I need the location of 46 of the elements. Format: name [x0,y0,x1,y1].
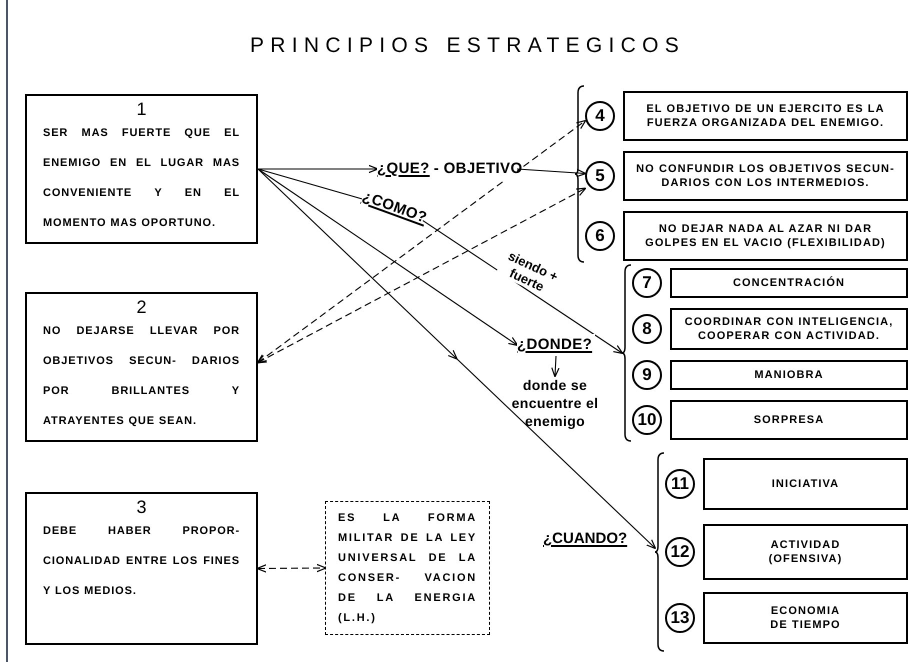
circled-number: 5 [585,161,615,191]
arrow [258,168,518,346]
circled-number: 11 [665,469,695,499]
circled-number: 9 [632,360,662,390]
principle-box: EL OBJETIVO DE UN EJERCITO ES LA FUERZA ORGANIZADA DEL ENEMIGO. [623,91,908,141]
principle-box [25,94,258,244]
dashed-arrow [256,564,326,573]
note-box [325,501,490,635]
principle-box: ECONOMIA DE TIEMPO [703,592,908,644]
circled-number: 10 [632,405,662,435]
arrow [516,168,586,178]
principle-box: ACTIVIDAD (OFENSIVA) [703,524,908,580]
arrow [422,220,624,354]
principle-box: COORDINAR CON INTELIGENCIA, COOPERAR CON ACTIVIDAD. [670,308,908,350]
circled-number: 6 [585,221,615,251]
question-label: ¿CUANDO? [543,529,628,549]
circled-number: 13 [665,603,695,633]
box-number: 3 [136,498,146,516]
circled-number: 4 [585,101,615,131]
principle-box [25,292,258,442]
dashed-arrow [256,188,586,364]
circled-number: 7 [632,268,662,298]
arrow [551,356,560,378]
dashed-arrow [256,120,586,364]
principle-box [25,492,258,645]
principle-box: MANIOBRA [670,360,908,390]
principle-text: DEBE HABER PROPOR- CIONALIDAD ENTRE LOS FINES Y LOS MEDIOS. [43,524,240,599]
principle-box: CONCENTRACIÓN [670,268,908,298]
question-label: ¿DONDE? [517,334,592,355]
principle-text: SER MAS FUERTE QUE EL ENEMIGO EN EL LUGAR MAS CONVENIENTE Y EN EL MOMENTO MAS OPORTUNO. [43,126,240,231]
note-text: donde se encuentre el enemigo [505,376,605,430]
box-number: 1 [136,100,146,118]
diagram-title: PRINCIPIOS ESTRATEGICOS [250,33,686,59]
principle-box: NO CONFUNDIR LOS OBJETIVOS SECUN- DARIOS CON LOS INTERMEDIOS. [623,151,908,201]
principle-box: SORPRESA [670,400,908,440]
principle-box: INICIATIVA [703,458,908,510]
arrow [258,164,378,174]
principle-text: NO DEJARSE LLEVAR POR OBJETIVOS SECUN- DARIOS POR BRILLANTES Y ATRAYENTES QUE SEAN. [43,324,240,429]
question-label: ¿QUE? [377,158,430,179]
circled-number: 12 [665,537,695,567]
note-text: ES LA FORMA MILITAR DE LA LEY UNIVERSAL DE LA CONSER- VACION DE LA ENERGIA (L.H.) [338,511,477,626]
answer-label: - OBJETIVO [434,158,522,179]
arrow [258,168,656,549]
principle-box: NO DEJAR NADA AL AZAR NI DAR GOLPES EN EL VACIO (FLEXIBILIDAD) [623,211,908,261]
box-number: 2 [136,298,146,316]
circled-number: 8 [632,314,662,344]
